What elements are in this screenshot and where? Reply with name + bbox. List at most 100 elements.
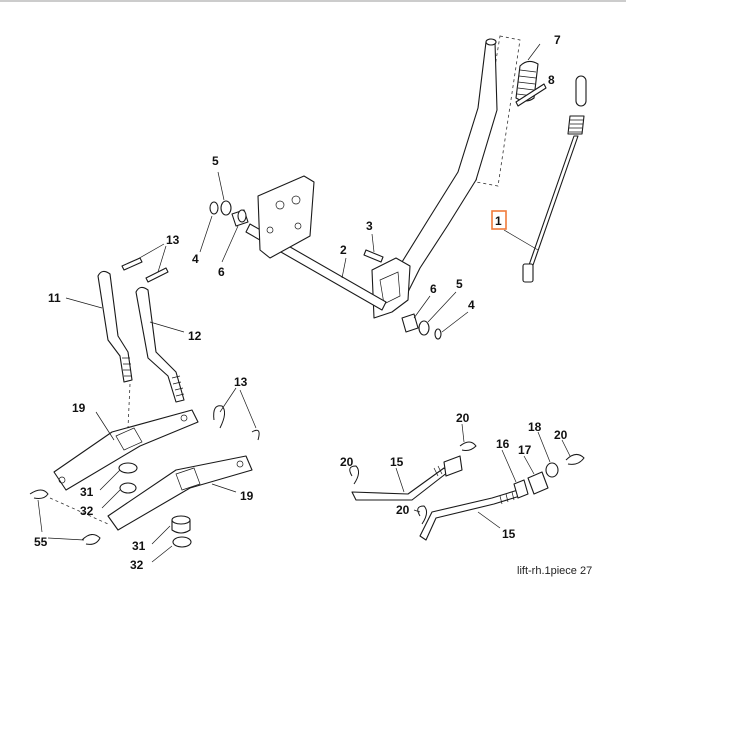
callout-19-upper[interactable]: 19 xyxy=(72,401,86,415)
callout-3[interactable]: 3 xyxy=(366,219,373,233)
clip-13c xyxy=(213,405,226,429)
lever-bracket xyxy=(371,257,411,319)
leader-17 xyxy=(523,455,535,475)
bushing-31a xyxy=(118,462,138,474)
phantom-55 xyxy=(49,497,109,525)
callout-6-right[interactable]: 6 xyxy=(430,282,437,296)
callout-15-upper[interactable]: 15 xyxy=(390,455,404,469)
callout-11[interactable]: 11 xyxy=(48,291,61,305)
rod-assembly-1 xyxy=(503,75,587,283)
leader-31a xyxy=(99,469,121,491)
callout-20-left[interactable]: 20 xyxy=(340,455,354,469)
leader-19b xyxy=(211,483,237,493)
arm-19b-hole xyxy=(236,460,244,468)
adjust-rod-15a xyxy=(351,467,449,501)
callout-6-left[interactable]: 6 xyxy=(218,265,225,279)
clip-13d xyxy=(251,429,260,441)
leader-55a xyxy=(37,499,43,533)
leader-11 xyxy=(65,297,103,309)
callout-15-lower[interactable]: 15 xyxy=(502,527,516,541)
leader-13b xyxy=(157,245,167,273)
leader-13d xyxy=(239,389,257,429)
callout-31-upper[interactable]: 31 xyxy=(80,485,94,499)
plate-hole-2 xyxy=(291,195,301,205)
rod-15a-thread xyxy=(433,465,443,477)
callout-13-top[interactable]: 13 xyxy=(166,233,180,247)
leader-5-right xyxy=(427,291,457,323)
trunnion-17 xyxy=(527,471,549,495)
rod-knob xyxy=(575,75,587,107)
callout-32-lower[interactable]: 32 xyxy=(130,558,144,572)
callout-4-left[interactable]: 4 xyxy=(192,252,199,266)
adjust-linkage xyxy=(349,423,585,541)
clip-4-left xyxy=(209,201,219,215)
plate-hole-3 xyxy=(266,226,274,234)
callout-17[interactable]: 17 xyxy=(518,443,532,457)
leader-2 xyxy=(341,257,347,279)
leader-7 xyxy=(527,43,541,61)
link-11-thread xyxy=(122,357,132,377)
link-12-thread xyxy=(171,375,185,397)
leader-12 xyxy=(149,321,185,333)
plate-hole-4 xyxy=(294,222,302,230)
handle-phantom-outline xyxy=(475,35,521,187)
leader-15a xyxy=(395,467,405,493)
callout-1[interactable]: 1 xyxy=(495,214,502,228)
nut-16 xyxy=(513,479,529,499)
lift-link-12 xyxy=(135,286,185,403)
rod-spring xyxy=(567,115,585,135)
mounting-plate xyxy=(257,175,315,259)
callout-13-mid[interactable]: 13 xyxy=(234,375,248,389)
diagram-caption: lift-rh.1piece 27 xyxy=(517,565,592,577)
callout-18[interactable]: 18 xyxy=(528,420,542,434)
clevis-pin-13a xyxy=(121,257,143,271)
leader-18 xyxy=(537,431,551,463)
callout-32-upper[interactable]: 32 xyxy=(80,504,94,518)
callout-55[interactable]: 55 xyxy=(34,535,48,549)
leader-13a xyxy=(135,243,165,261)
link-phantom xyxy=(127,383,131,429)
lift-arm-19b-detail xyxy=(175,467,201,491)
spring-8 xyxy=(515,83,547,107)
plate-hole-1 xyxy=(275,200,285,210)
leader-6-left xyxy=(221,225,239,263)
grip-ridges xyxy=(516,69,537,97)
leader-31b xyxy=(151,525,171,545)
arm-19a-end-hole xyxy=(58,476,66,484)
callout-20-lower[interactable]: 20 xyxy=(396,503,410,517)
callout-16[interactable]: 16 xyxy=(496,437,510,451)
callout-31-lower[interactable]: 31 xyxy=(132,539,146,553)
callout-7[interactable]: 7 xyxy=(554,33,561,47)
washer-5-right xyxy=(418,320,430,336)
lift-arm-19b xyxy=(107,455,253,531)
lift-arm-19a-detail xyxy=(115,427,143,451)
bushing-31b-top xyxy=(171,515,191,525)
leader-15b xyxy=(477,511,501,529)
leader-4-left xyxy=(199,215,213,253)
leader-20b xyxy=(461,423,465,443)
callout-20-right[interactable]: 20 xyxy=(554,428,568,442)
callout-8[interactable]: 8 xyxy=(548,73,555,87)
lever-top-cap xyxy=(485,38,497,46)
callout-19-lower[interactable]: 19 xyxy=(240,489,254,503)
leader-20d xyxy=(413,509,421,513)
callout-5-left[interactable]: 5 xyxy=(212,154,219,168)
rod-end xyxy=(522,263,534,283)
callout-4-right[interactable]: 4 xyxy=(468,298,475,312)
lift-arms xyxy=(29,387,260,563)
arm-19a-hole xyxy=(180,414,188,422)
callout-2[interactable]: 2 xyxy=(340,243,347,257)
callout-12[interactable]: 12 xyxy=(188,329,202,343)
callout-5-right[interactable]: 5 xyxy=(456,277,463,291)
lift-arm-19a xyxy=(53,409,199,491)
washer-32b xyxy=(172,536,192,548)
bushing-6-right xyxy=(401,313,419,333)
callout-20-top[interactable]: 20 xyxy=(456,411,470,425)
leader-3 xyxy=(371,233,375,253)
clip-4-right xyxy=(434,328,442,340)
leader-20c xyxy=(561,439,571,457)
leader-5-left xyxy=(217,171,225,201)
leader-13c xyxy=(219,387,237,413)
lever-bracket-detail xyxy=(379,271,401,305)
